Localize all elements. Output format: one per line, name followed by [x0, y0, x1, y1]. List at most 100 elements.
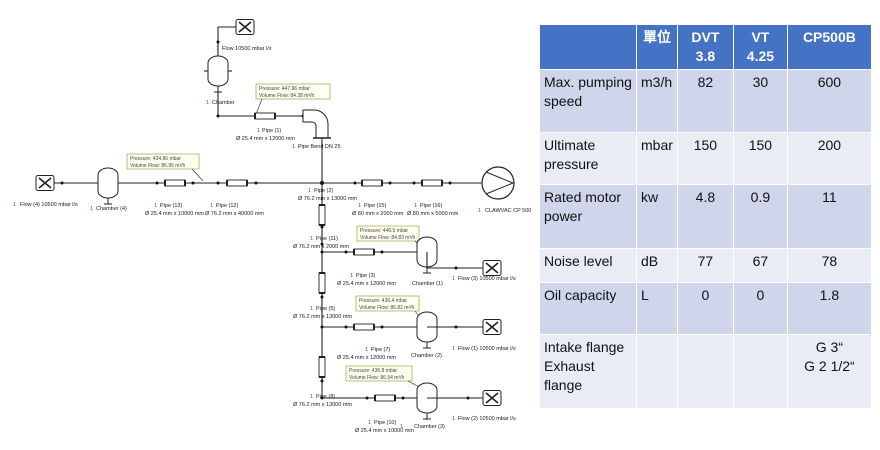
pipe-12-dim: Ø 76.2 mm x 40000 mm: [205, 211, 264, 217]
pipe-1-num: 1: [257, 128, 260, 134]
row-vt: 150: [732, 132, 788, 185]
row-cp500b: G 3“ G 2 1/2“: [786, 334, 872, 409]
pipe-5-dim: Ø 76.2 mm x 13000 mm: [293, 314, 352, 320]
pipe-1-label: Pipe (1): [262, 128, 281, 134]
row-vt: 67: [732, 248, 788, 283]
pipe-13-icon: [164, 179, 186, 187]
pipe-8-dim: Ø 76.2 mm x 13000 mm: [293, 402, 352, 408]
flow-1-label: Flow (1) 10500 mbar l/s: [458, 346, 516, 352]
flow-2-num: 1: [452, 416, 455, 422]
row-unit: [636, 334, 678, 409]
row-name: Ultimate pressure: [539, 132, 637, 185]
pipe-2-num: 1: [308, 188, 311, 194]
table-row: Rated motor power kw 4.8 0.9 11: [539, 184, 872, 249]
pipe-16-num: 1: [414, 203, 417, 209]
table-header-row: 單位 DVT 3.8 VT 4.25 CP500B: [539, 24, 872, 70]
top-flow-label: Flow 10500 mbar l/s: [222, 46, 272, 52]
pipe-15-dim: Ø 80 mm x 2000 mm: [352, 211, 404, 217]
chamber-4-icon: [97, 167, 119, 205]
pipe-5-label: Pipe (5): [316, 306, 335, 312]
row-name: Noise level: [539, 248, 637, 283]
row-unit: kw: [636, 184, 678, 249]
row-dvt: 0: [676, 282, 734, 335]
flow-valve-icon: [235, 18, 255, 36]
row-cp500b: 78: [786, 248, 872, 283]
callout-left-flow: Volume Flow: 86.95 m³/h: [130, 163, 186, 169]
bend-num: 1: [292, 144, 295, 150]
callout-left-pressure: Pressure: 434.86 mbar: [130, 156, 181, 162]
row-name: Intake flange Exhaust flange: [539, 334, 637, 409]
pipe-10-num: 1: [368, 420, 371, 426]
pipe-16-label: Pipe (16): [420, 203, 442, 209]
flow-4-label: Flow (4) 10500 mbar l/s: [20, 202, 78, 208]
callout-c2-pressure: Pressure: 436.4 mbar: [359, 298, 407, 304]
exhaust-flange-value: G 2 1/2“: [804, 358, 855, 374]
callout-top: Pressure: 447.96 mbar Volume Flow: 84.38…: [255, 83, 331, 115]
pipe-13-label: Pipe (13): [160, 203, 182, 209]
bend-label: Pipe Bend DN 25: [298, 144, 341, 150]
callout-left: Pressure: 434.86 mbar Volume Flow: 86.95…: [126, 153, 204, 182]
row-dvt: 77: [676, 248, 734, 283]
row-dvt: 4.8: [676, 184, 734, 249]
chamber-3-num: 1: [400, 424, 403, 430]
pipe-10-dim: Ø 25.4 mm x 10000 mm: [355, 428, 414, 434]
row-vt: 0: [732, 282, 788, 335]
header-unit: 單位: [636, 24, 678, 70]
row-name: Max. pumping speed: [539, 69, 637, 133]
callout-c1-pressure: Pressure: 446.5 mbar: [360, 228, 408, 234]
flow-3-num: 1: [452, 276, 455, 282]
table-row: Noise level dB 77 67 78: [539, 248, 872, 283]
row-vt: 0.9: [732, 184, 788, 249]
row-cp500b: 600: [786, 69, 872, 133]
chamber-4-label: Chamber (4): [96, 206, 127, 212]
chamber-2-label: Chamber (2): [411, 353, 442, 359]
header-cp500b: CP500B: [786, 24, 872, 70]
flow-4-valve-icon: [35, 174, 55, 192]
pump-label: CLAWVAC CP 500: [485, 208, 531, 214]
pipe-2-label: Pipe (2): [314, 188, 333, 194]
row-cp500b: 11: [786, 184, 872, 249]
pipe-15-num: 1: [358, 203, 361, 209]
pipe-12-icon: [226, 179, 248, 187]
top-chamber: [204, 55, 232, 93]
pipe-10-label: Pipe (10): [374, 420, 396, 426]
flow-3-valve-icon: [482, 259, 502, 277]
table-row: Oil capacity L 0 0 1.8: [539, 282, 872, 335]
callout-top-flow: Volume Flow: 84.38 m³/h: [259, 93, 315, 99]
callout-c3-pressure: Pressure: 436.8 mbar: [349, 368, 397, 374]
pipe-7-num: 1: [365, 347, 368, 353]
table-row: Intake flange Exhaust flange G 3“ G 2 1/…: [539, 334, 872, 409]
row-unit: mbar: [636, 132, 678, 185]
pipe-8-vertical-icon: [318, 356, 326, 378]
header-blank: [539, 24, 637, 70]
pipe-11-num: 1: [310, 236, 313, 242]
pipe-3-icon: [353, 248, 375, 256]
pump-spec-table: 單位 DVT 3.8 VT 4.25 CP500B Max. pumping s…: [539, 24, 872, 409]
pump-icon: [481, 166, 515, 200]
pipe-bend: [302, 109, 331, 139]
flow-2-valve-icon: [482, 389, 502, 407]
row-name: Oil capacity: [539, 282, 637, 335]
chamber-1-label: Chamber (1): [412, 281, 443, 287]
callout-chamber-1: Pressure: 446.5 mbar Volume Flow: 84.83 …: [356, 225, 423, 249]
pipe-8-label: Pipe (8): [316, 394, 335, 400]
intake-flange-value: G 3“: [815, 339, 844, 355]
flow-1-valve-icon: [482, 318, 502, 336]
row-dvt: 82: [676, 69, 734, 133]
vacuum-system-diagram: 1 Flow 10500 mbar l/s 1 Chamber Pressure…: [13, 18, 531, 434]
flow-4-num: 1: [13, 202, 16, 208]
pipe-13-dim: Ø 25.4 mm x 10000 mm: [145, 211, 204, 217]
pipe-7-label: Pipe (7): [371, 347, 390, 353]
pipe-15-icon: [361, 179, 383, 187]
chamber-icon: [207, 55, 229, 93]
pipe-10-icon: [374, 394, 396, 402]
pipe-7-dim: Ø 25.4 mm x 12000 mm: [337, 355, 396, 361]
top-flow-source: [235, 18, 255, 36]
chamber-4-num: 1: [90, 206, 93, 212]
pipe-2-dim: Ø 76.2 mm x 13000 mm: [298, 196, 357, 202]
pipe-13-num: 1: [154, 203, 157, 209]
pipe-16-dim: Ø 80 mm x 5000 mm: [407, 211, 459, 217]
top-chamber-label: Chamber: [212, 100, 235, 106]
pipe-3-label: Pipe (3): [356, 273, 375, 279]
row-cp500b: 1.8: [786, 282, 872, 335]
